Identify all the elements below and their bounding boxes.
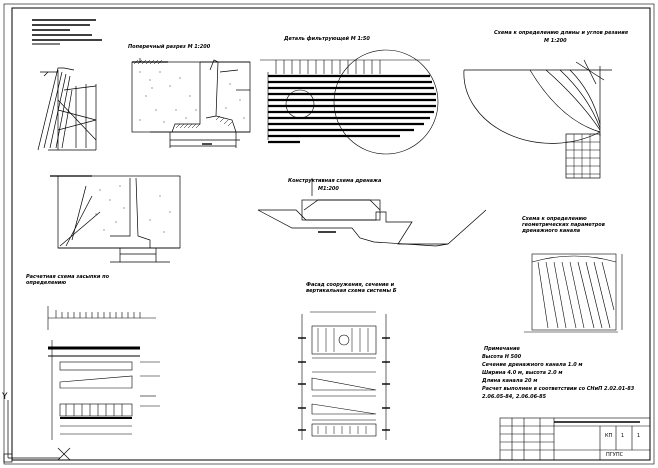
center-sections <box>301 311 387 440</box>
note-line-3: Ширина 4.0 м, высота 2.0 м <box>482 370 563 376</box>
section-b <box>260 49 439 155</box>
section-c-label: Схема к определению длины и углов резани… <box>494 30 628 36</box>
inner-frame <box>11 7 651 461</box>
title-block <box>499 417 651 461</box>
notes-heading: Примечание <box>484 346 520 352</box>
section-a-soil-dots <box>139 71 245 123</box>
profile-scale: М1:200 <box>318 186 339 192</box>
section-c <box>463 59 612 179</box>
y-axis-label: Y <box>2 392 8 402</box>
section-c-grid <box>566 134 600 178</box>
title-block-org: ПГУПС <box>606 452 624 458</box>
ucs-icon <box>3 400 71 463</box>
header-notes-block <box>32 19 102 45</box>
section-cut-marks <box>298 337 390 431</box>
note-line-5: Расчет выполнен в соответствии со СНиП 2… <box>482 386 635 392</box>
right-profile-stripes <box>537 261 615 329</box>
section-d-dots <box>95 185 171 233</box>
right-profile <box>524 253 623 333</box>
outer-frame <box>3 3 655 465</box>
section-b-top-marks <box>275 60 381 74</box>
right-profile-label: Схема к определению геометрических парам… <box>522 216 605 234</box>
left-bottom-label: Расчетная схема засыпки по определению <box>26 274 110 286</box>
center-sections-hatch <box>317 328 369 434</box>
title-block-code: КП <box>605 433 613 439</box>
section-a <box>131 58 251 148</box>
section-b-stripes <box>268 74 436 144</box>
profile-label: Конструктивная схема дренажа <box>288 178 382 184</box>
note-line-1: Высота Н 500 <box>482 354 522 360</box>
section-a-hatch <box>133 59 233 129</box>
bottom-left-chart <box>47 306 160 440</box>
title-block-sheets: 1 <box>637 433 641 439</box>
title-block-sheet: 1 <box>621 433 625 439</box>
section-b-label: Деталь фильтрующей М 1:50 <box>284 36 370 42</box>
note-line-2: Сечение дренажного канала 1.0 м <box>482 362 583 368</box>
note-line-6: 2.06.05-84, 2.06.06-85 <box>482 394 547 400</box>
profile-section <box>257 178 487 247</box>
wall-detail-small <box>37 67 97 151</box>
section-c-scale: М 1:200 <box>544 38 567 44</box>
center-bottom-label: Фасад сооружения, сечение и вертикальная… <box>306 282 397 294</box>
note-line-4: Длина канала 20 м <box>482 378 538 384</box>
bottom-left-ticks <box>55 310 141 416</box>
section-a-label: Поперечный разрез М 1:200 <box>128 44 211 50</box>
section-d <box>50 175 181 263</box>
